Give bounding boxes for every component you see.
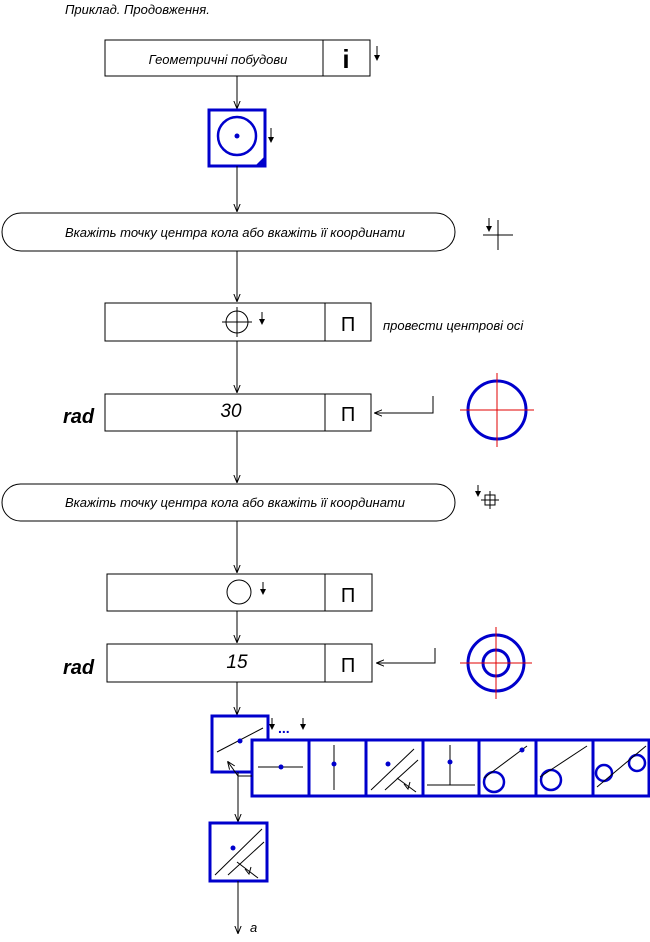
crosshair-cursor-icon	[475, 485, 499, 509]
option-p-button[interactable]: П	[341, 655, 355, 677]
menu-geometric-constructions[interactable]: Геометричні побудови i	[104, 39, 371, 77]
tool-perpendicular-line[interactable]	[427, 745, 475, 786]
tool-vertical-line[interactable]	[331, 745, 337, 790]
radius-input-30[interactable]: 30 П	[104, 393, 372, 432]
prompt-text: Вкажіть точку центра кола або вкажіть її…	[65, 225, 405, 240]
info-icon[interactable]: i	[342, 44, 349, 74]
prompt-center-point-2: Вкажіть точку центра кола або вкажіть її…	[1, 483, 456, 522]
tool-tangent-line-point[interactable]	[482, 745, 528, 794]
cursor-arrow-icon	[259, 312, 265, 325]
return-arrow	[375, 396, 434, 413]
axes-option-box[interactable]: П	[104, 302, 372, 342]
circle-option-box[interactable]: П	[106, 573, 373, 612]
flyout-indicator-icon: ...	[269, 718, 306, 736]
tool-tangent-two-circles[interactable]	[594, 745, 647, 788]
parallel-line-tool-button[interactable]	[208, 821, 269, 883]
radius-value: 30	[220, 401, 242, 422]
cursor-arrow-icon	[374, 46, 380, 61]
circle-tool-button[interactable]	[207, 108, 267, 168]
return-arrow	[377, 648, 436, 663]
result-concentric-circles-icon	[460, 627, 532, 699]
prompt-text: Вкажіть точку центра кола або вкажіть її…	[65, 495, 405, 510]
tool-tangent-line-parallel[interactable]	[539, 745, 588, 792]
option-p-button[interactable]: П	[341, 585, 355, 607]
axes-note: провести центрові осі	[383, 318, 524, 333]
radius-label: rad	[63, 657, 95, 679]
prompt-center-point-1: Вкажіть точку центра кола або вкажіть її…	[1, 212, 456, 252]
option-p-button[interactable]: П	[341, 404, 355, 426]
tool-parallel-line[interactable]	[370, 748, 419, 793]
result-circle-with-axes-icon	[460, 373, 534, 447]
continuation-label: а	[250, 920, 257, 935]
page-heading: Приклад. Продовження.	[65, 2, 210, 17]
more-dots: ...	[278, 720, 290, 736]
radius-label: rad	[63, 406, 95, 428]
radius-input-15[interactable]: 15 П	[106, 643, 373, 683]
cursor-arrow-icon	[268, 128, 274, 143]
crosshair-cursor-icon	[483, 218, 513, 250]
tool-horizontal-line[interactable]	[258, 764, 303, 770]
menu-title: Геометричні побудови	[149, 52, 288, 67]
option-p-button[interactable]: П	[341, 314, 355, 336]
cursor-arrow-icon	[260, 582, 266, 595]
radius-value: 15	[226, 652, 248, 673]
